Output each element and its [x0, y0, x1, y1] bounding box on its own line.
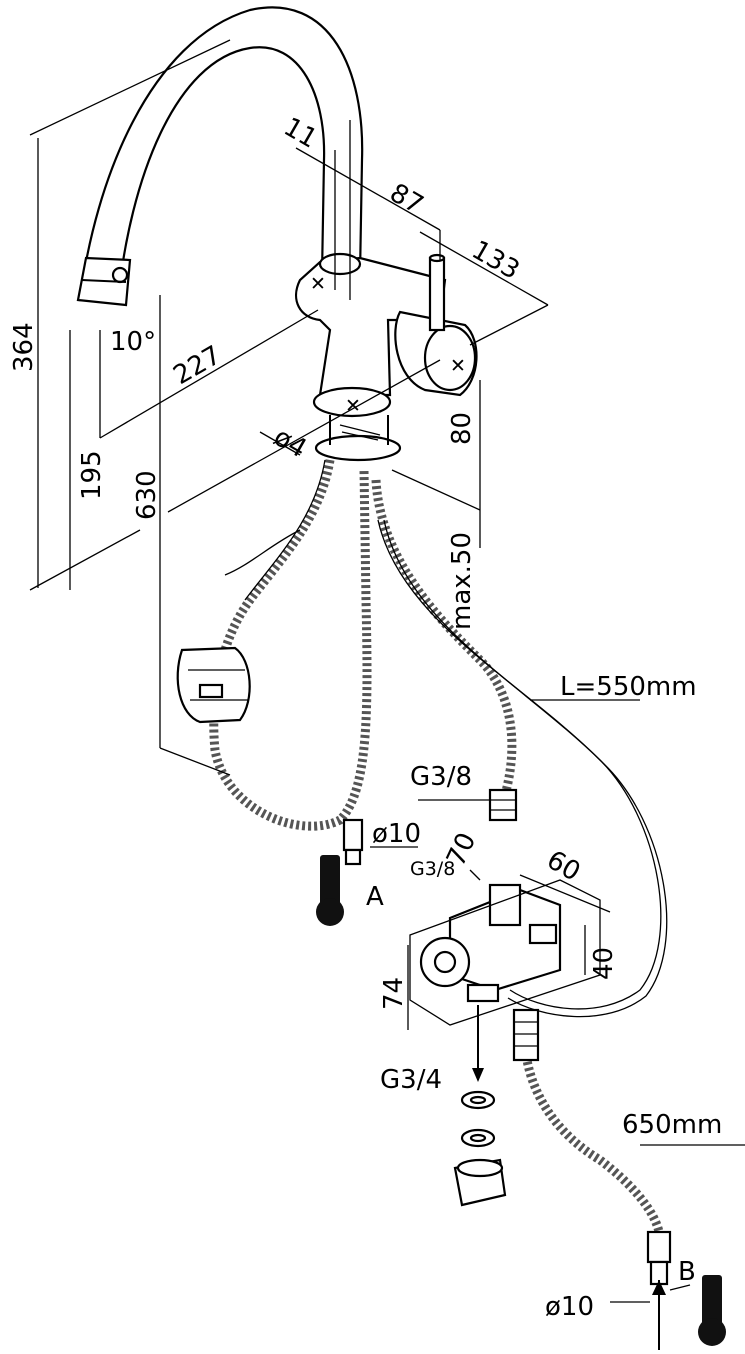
dim-inlet-b-dia: ø10 [545, 1292, 594, 1322]
dim-hole-dia: ø4 [269, 422, 312, 464]
inlet-b-arrow-icon [652, 1280, 666, 1350]
dim-valve-height: 40 [589, 947, 619, 980]
dim-handle-width: 11 [279, 112, 323, 155]
dim-body-depth: 133 [467, 235, 525, 286]
dim-valve-thread: G3/8 [410, 858, 455, 880]
dim-swivel-angle: 10° [110, 327, 156, 357]
dim-hose-length: L=550mm [560, 672, 697, 702]
valve-block [409, 879, 601, 1026]
spout [76, 6, 364, 307]
svg-text:✕: ✕ [450, 355, 466, 377]
dim-spout-reach: 227 [169, 340, 227, 391]
hoses [176, 459, 672, 1286]
dim-body-height: 80 [447, 412, 477, 445]
dim-inlet-a-dia: ø10 [372, 819, 421, 849]
dim-max-thickness: max.50 [447, 532, 477, 630]
faucet-body: ✕ ✕ ✕ [294, 252, 478, 462]
outlet-parts [453, 1005, 507, 1207]
dimension-lines [29, 39, 745, 1303]
dim-handle-depth: 87 [385, 178, 429, 221]
thermometer-a-icon [316, 855, 344, 926]
svg-text:✕: ✕ [310, 273, 326, 295]
dim-spout-height: 364 [9, 322, 39, 372]
dim-valve-depth: 60 [542, 845, 586, 888]
label-inlet-a: A [366, 882, 384, 912]
thermometer-b-icon [698, 1275, 726, 1346]
dim-supply-length: 650mm [622, 1110, 722, 1140]
dim-under-hose: 630 [132, 470, 162, 520]
dim-outlet-thread: G3/4 [380, 1065, 442, 1095]
dim-thread-top: G3/8 [410, 762, 472, 792]
label-inlet-b: B [678, 1257, 696, 1287]
dim-valve-body-height: 74 [379, 977, 409, 1010]
dim-spray-height: 195 [77, 450, 107, 500]
